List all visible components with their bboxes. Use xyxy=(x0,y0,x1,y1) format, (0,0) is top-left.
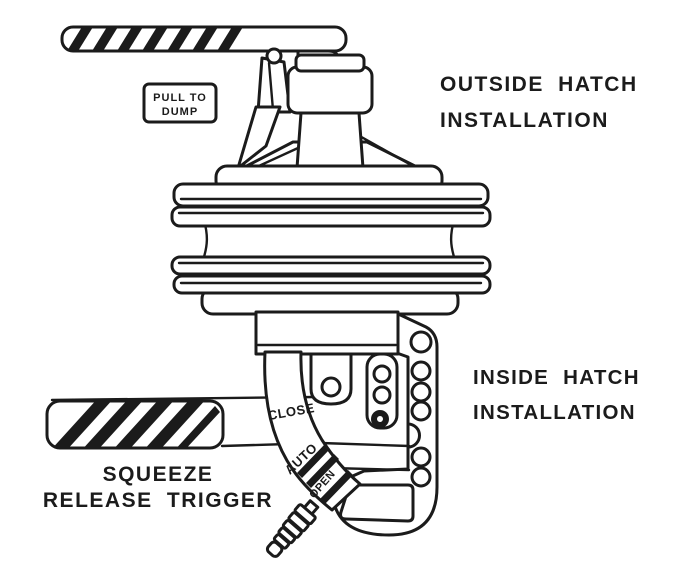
linkage-pivot-center xyxy=(377,416,383,422)
cap-top xyxy=(294,53,366,73)
pivot-pin xyxy=(265,47,283,65)
valve-body xyxy=(170,164,492,316)
tag-line-1: PULL TO xyxy=(153,92,207,104)
release-linkage xyxy=(309,352,399,430)
bracket-strap-top xyxy=(319,441,411,448)
linkage-hole-1 xyxy=(372,364,392,384)
bracket-notch xyxy=(406,422,421,449)
flange-4 xyxy=(172,274,492,295)
block xyxy=(254,310,400,356)
label-inside-hatch: INSIDE HATCH INSTALLATION xyxy=(473,366,640,424)
cap-left-support xyxy=(236,105,282,170)
bracket-adjustment-holes xyxy=(409,330,433,488)
tag-line-2: DUMP xyxy=(162,106,198,118)
mounting-block xyxy=(254,310,400,356)
lever-hazard-stripes xyxy=(54,402,220,447)
inside-hatch-line-2: INSTALLATION xyxy=(473,401,636,424)
squeeze-trigger-line-1: SQUEEZE xyxy=(103,463,214,486)
tag-border xyxy=(142,82,218,124)
linkage-hole-2 xyxy=(372,385,392,405)
handle-pivot-link xyxy=(256,56,292,114)
inside-hatch-bracket xyxy=(319,310,439,537)
quadrant-hazard-stripes xyxy=(297,444,353,504)
squeeze-release-trigger-lever xyxy=(45,395,322,450)
outside-hatch-line-1: OUTSIDE HATCH xyxy=(440,73,638,96)
squeeze-trigger-line-2: RELEASE TRIGGER xyxy=(43,489,273,512)
label-squeeze-release-trigger: SQUEEZE RELEASE TRIGGER xyxy=(43,463,273,512)
linkage-tab-hole xyxy=(320,376,342,398)
quadrant-arm xyxy=(263,350,362,512)
flange-3 xyxy=(170,255,492,276)
outside-hatch-line-2: INSTALLATION xyxy=(440,109,609,132)
flange-1 xyxy=(172,182,490,208)
inside-hatch-line-1: INSIDE HATCH xyxy=(473,366,640,389)
handle-hazard-stripes xyxy=(68,28,242,50)
cap-body xyxy=(286,65,374,115)
cap-stem xyxy=(295,111,365,170)
pull-to-dump-tag: PULL TO DUMP xyxy=(142,82,218,124)
label-outside-hatch: OUTSIDE HATCH INSTALLATION xyxy=(440,73,638,132)
grip-knurl xyxy=(265,499,320,558)
position-quadrant: CLOSE AUTO OPEN xyxy=(263,350,362,512)
flange-2 xyxy=(170,205,492,228)
